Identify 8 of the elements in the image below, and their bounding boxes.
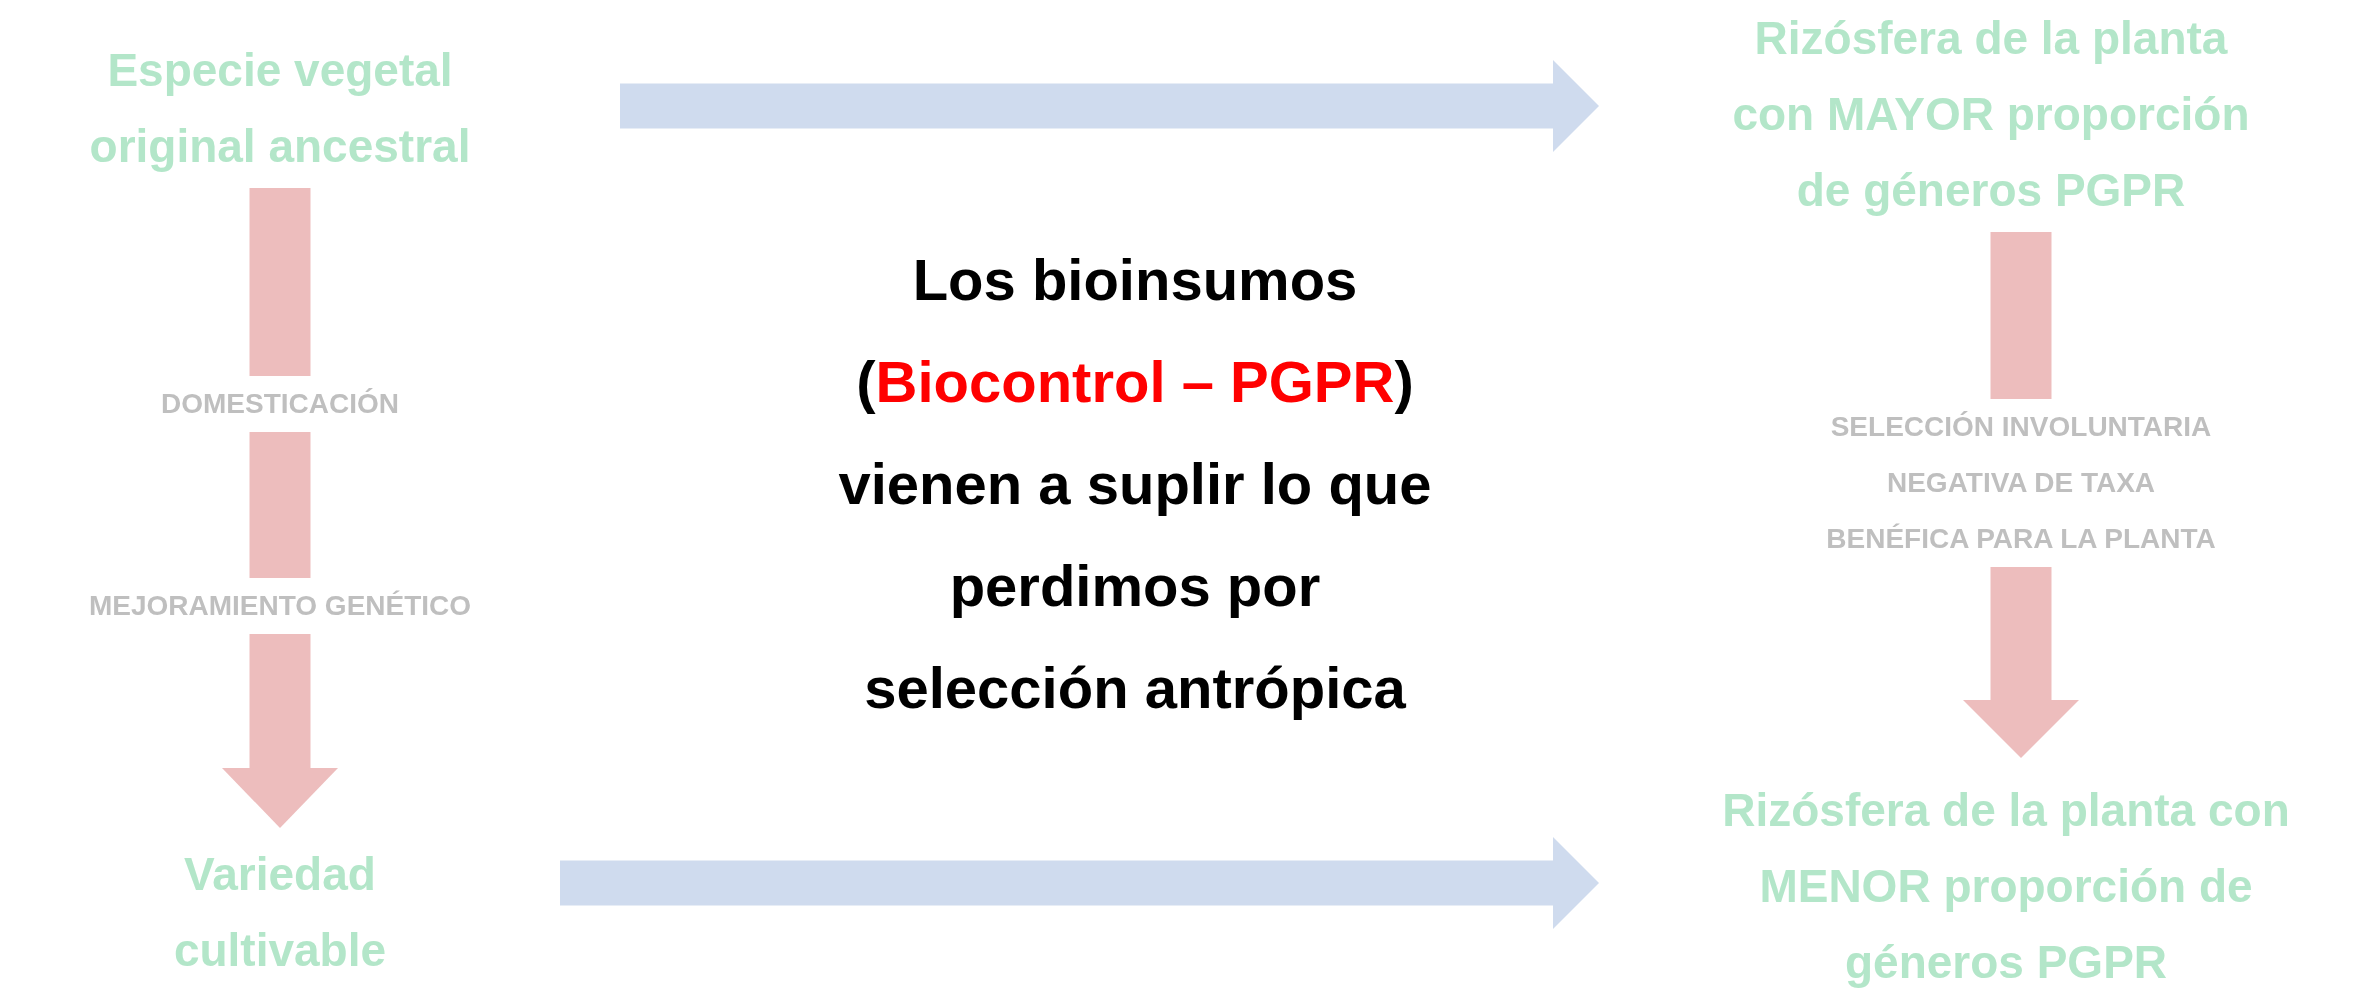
- block-arrow: [560, 837, 1599, 929]
- central-statement: Los bioinsumos (Biocontrol – PGPR) vienen a suplir lo que perdimos por selección antrópica: [837, 246, 1433, 722]
- block-arrow: [222, 188, 338, 828]
- node-text: Variedad cultivable: [0, 836, 560, 988]
- node-text: Especie vegetal original ancestral: [0, 32, 620, 184]
- block-arrow: [620, 60, 1599, 152]
- node-text: Rizósfera de la planta con MAYOR proporción de géneros PGPR: [1721, 0, 2261, 228]
- node-text: Rizósfera de la planta con MENOR proporción de géneros PGPR: [1706, 772, 2306, 990]
